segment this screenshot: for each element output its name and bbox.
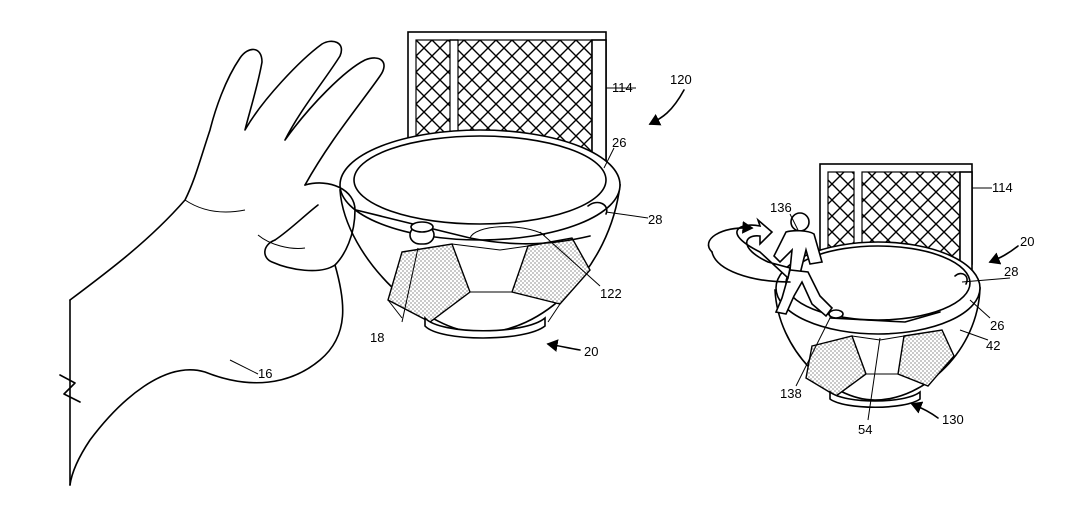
label-138: 138 [780, 386, 802, 401]
label-16: 16 [258, 366, 272, 381]
bowl [339, 129, 621, 339]
label-26-small: 26 [990, 318, 1004, 333]
label-18: 18 [370, 330, 384, 345]
label-114-small: 114 [992, 180, 1013, 195]
label-42: 42 [986, 338, 1000, 353]
bowl-small [774, 241, 981, 409]
label-28: 28 [648, 212, 662, 227]
label-114: 114 [612, 80, 633, 95]
label-26: 26 [612, 135, 626, 150]
label-28-small: 28 [1004, 264, 1018, 279]
hand [59, 40, 385, 486]
label-122: 122 [600, 286, 622, 301]
label-20-small: 20 [1020, 234, 1034, 249]
label-54: 54 [858, 422, 872, 437]
label-120: 120 [670, 72, 692, 87]
label-20: 20 [584, 344, 598, 359]
figure-left [59, 31, 685, 486]
label-130: 130 [942, 412, 964, 427]
figure-right [707, 163, 1019, 421]
label-136: 136 [770, 200, 792, 215]
